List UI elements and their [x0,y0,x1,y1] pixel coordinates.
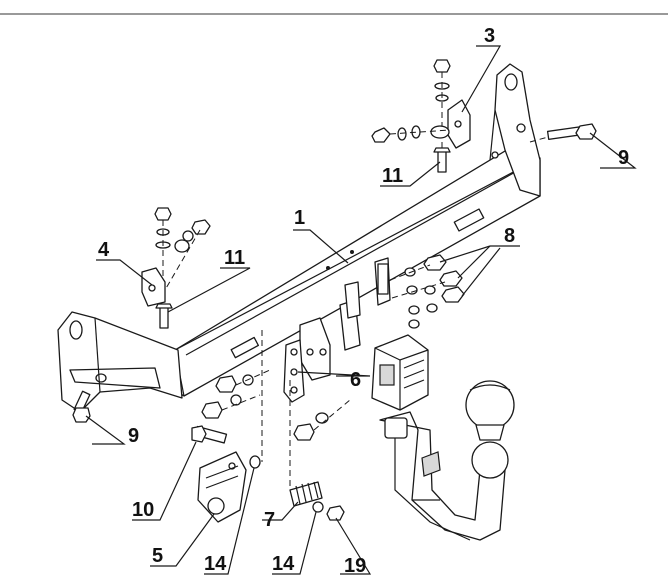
callout-8: 8 [504,225,515,247]
socket-bracket-plate [283,339,305,403]
callout-3: 3 [484,25,495,47]
callout-7: 7 [264,509,275,531]
detachable-ball-neck [379,380,515,541]
callout-leaders [85,45,637,575]
callout-9-left: 9 [128,425,139,447]
socket-plate-5 [191,425,247,523]
right-top-fastener-stack [371,59,471,173]
washer-14-a [249,330,263,469]
callout-6: 6 [350,369,361,391]
callout-14-b: 14 [272,553,295,575]
bolt-9-left [72,390,91,423]
callout-11-left: 11 [224,247,245,269]
electrical-socket-housing [371,334,429,411]
spring-washer-nut [289,380,345,521]
center-plates [299,257,391,381]
left-top-fastener-stack [141,207,211,329]
callout-1: 1 [294,207,305,229]
bolt-9-right [529,123,597,143]
callout-10: 10 [132,499,154,521]
callout-5: 5 [152,545,163,567]
callout-11-top: 11 [382,165,403,187]
right-side-bracket [489,63,541,197]
bolt-set-8 [389,254,465,329]
callout-4: 4 [98,239,110,261]
callout-19: 19 [344,555,366,577]
left-side-bracket [57,311,183,413]
crossbar-beam [171,147,541,397]
lower-bolts-left [201,369,351,441]
callout-9-right: 9 [618,147,629,169]
callout-14-a: 14 [204,553,227,575]
